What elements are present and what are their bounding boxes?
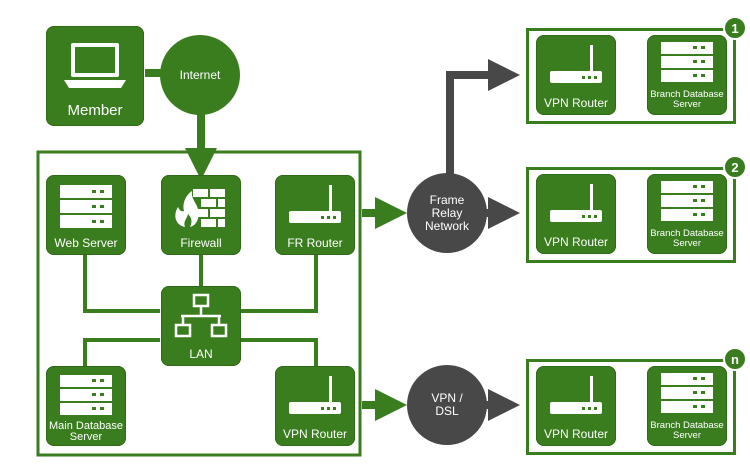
lan-label: LAN [189, 347, 213, 361]
branch1-db-label: Branch Database Server [650, 89, 724, 110]
firewall-node: Firewall [161, 175, 241, 255]
database-server-icon [661, 181, 713, 221]
main-db-node: Main Database Server [46, 366, 126, 446]
branch1-vpn-router-label: VPN Router [543, 96, 609, 110]
server-icon [60, 185, 112, 228]
hq-vpn-router-node: VPN Router [275, 366, 355, 446]
frame-relay-label: Frame Relay Network [424, 192, 469, 233]
branchn-db-label: Branch Database Server [650, 420, 724, 441]
branch-badge-n: n [723, 347, 747, 371]
firewall-icon [175, 189, 225, 227]
frame-relay-node: Frame Relay Network [407, 173, 487, 253]
web-server-label: Web Server [54, 236, 118, 250]
branch2-db-label: Branch Database Server [650, 228, 724, 249]
lan-node: LAN [161, 286, 241, 366]
router-icon [289, 376, 341, 414]
branch-badge-1: 1 [723, 16, 747, 40]
vpn-dsl-node: VPN / DSL [407, 365, 487, 445]
branch-badge-2: 2 [723, 155, 747, 179]
member-node: Member [46, 26, 144, 126]
router-icon [289, 185, 341, 223]
firewall-label: Firewall [180, 236, 222, 250]
branchn-vpn-router-node: VPN Router [536, 366, 616, 446]
laptop-icon [64, 43, 126, 88]
main-db-label: Main Database Server [49, 420, 123, 443]
fr-router-lan-link [240, 253, 318, 313]
router-icon [550, 376, 602, 414]
internet-label: Internet [179, 67, 221, 82]
web-server-lan-link [83, 253, 160, 313]
branch1-db-node: Branch Database Server [647, 35, 727, 115]
internet-node: Internet [160, 35, 240, 115]
router-icon [550, 45, 602, 83]
vpn-dsl-label: VPN / DSL [431, 391, 463, 418]
branch2-db-node: Branch Database Server [647, 174, 727, 254]
fr-router-label: FR Router [287, 236, 343, 250]
branchn-db-node: Branch Database Server [647, 366, 727, 446]
network-switch-icon [174, 293, 228, 338]
database-server-icon [60, 375, 112, 415]
database-server-icon [661, 373, 713, 413]
frame-relay-branch1-arrow [446, 59, 520, 180]
fr-router-node: FR Router [275, 175, 355, 255]
branch2-vpn-router-node: VPN Router [536, 174, 616, 254]
database-server-icon [661, 42, 713, 82]
web-server-node: Web Server [46, 175, 126, 255]
hq-vpn-router-label: VPN Router [282, 427, 348, 441]
main-db-lan-link [83, 338, 160, 368]
branch1-vpn-router-node: VPN Router [536, 35, 616, 115]
vpn-router-lan-link [240, 338, 318, 368]
branchn-vpn-router-label: VPN Router [543, 427, 609, 441]
member-label: Member [67, 102, 123, 119]
router-icon [550, 184, 602, 222]
branch2-vpn-router-label: VPN Router [543, 235, 609, 249]
